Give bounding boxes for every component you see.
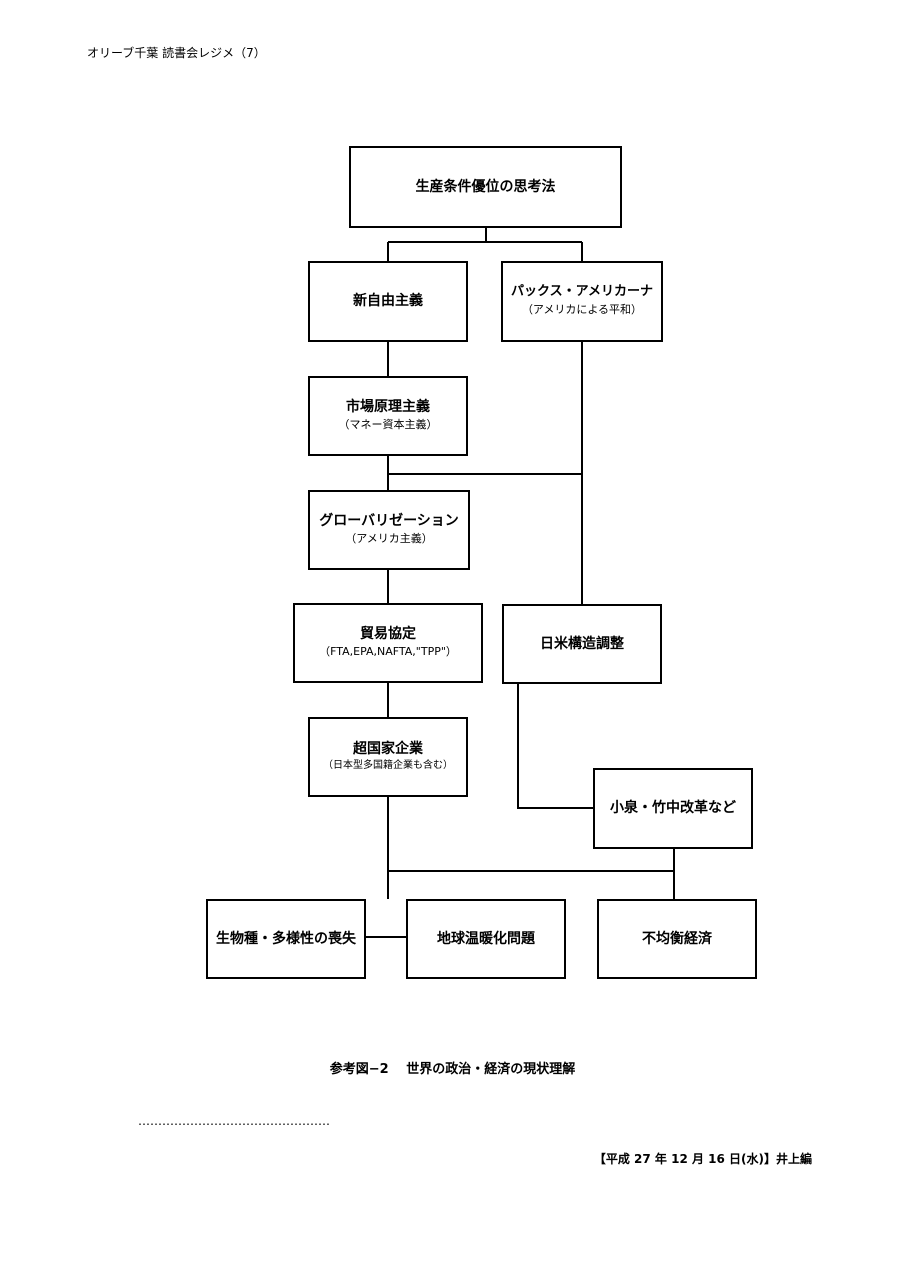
- node-seibutsu: 生物種・多様性の喪失: [206, 899, 366, 979]
- figure-caption: 参考図−2 世界の政治・経済の現状理解: [329, 1062, 576, 1077]
- node-global-subtitle: （アメリカ主義）: [345, 532, 433, 546]
- node-chokokka: 超国家企業 （日本型多国籍企業も含む）: [308, 717, 468, 797]
- node-koizumi: 小泉・竹中改革など: [593, 768, 753, 849]
- node-nichibei-title: 日米構造調整: [540, 635, 624, 652]
- node-shijo-subtitle: （マネー資本主義）: [338, 418, 438, 432]
- node-chikyu: 地球温暖化問題: [406, 899, 566, 979]
- connector-nichibei-koizumi: [517, 684, 593, 809]
- node-chokokka-subtitle: （日本型多国籍企業も含む）: [323, 760, 453, 772]
- node-chokokka-title: 超国家企業: [353, 740, 423, 757]
- footer-date-author: 【平成 27 年 12 月 16 日(水)】井上編: [593, 1152, 812, 1166]
- node-global: グローバリゼーション （アメリカ主義）: [308, 490, 470, 570]
- node-seisan: 生産条件優位の思考法: [349, 146, 622, 228]
- node-shinjiyu: 新自由主義: [308, 261, 468, 342]
- node-koizumi-title: 小泉・竹中改革など: [610, 800, 736, 817]
- node-global-title: グローバリゼーション: [319, 513, 459, 530]
- node-nichibei: 日米構造調整: [502, 604, 662, 684]
- node-boeki: 貿易協定 （FTA,EPA,NAFTA,"TPP"）: [293, 603, 483, 683]
- node-pax-subtitle: （アメリカによる平和）: [521, 303, 643, 317]
- node-shijo-title: 市場原理主義: [346, 399, 430, 416]
- node-chikyu-title: 地球温暖化問題: [437, 930, 535, 947]
- node-boeki-title: 貿易協定: [360, 626, 416, 643]
- node-pax-title: パックス・アメリカーナ: [511, 284, 653, 300]
- node-seibutsu-title: 生物種・多様性の喪失: [216, 930, 356, 947]
- dotted-separator: …………………………………………: [138, 1114, 330, 1128]
- document-header: オリーブ千葉 読書会レジメ（7）: [87, 46, 266, 60]
- node-seisan-title: 生産条件優位の思考法: [415, 178, 556, 195]
- node-fukinko-title: 不均衡経済: [642, 930, 712, 947]
- node-pax: パックス・アメリカーナ （アメリカによる平和）: [501, 261, 663, 342]
- node-fukinko: 不均衡経済: [597, 899, 757, 979]
- node-shinjiyu-title: 新自由主義: [353, 293, 423, 310]
- node-boeki-subtitle: （FTA,EPA,NAFTA,"TPP"）: [319, 645, 457, 659]
- node-shijo: 市場原理主義 （マネー資本主義）: [308, 376, 468, 456]
